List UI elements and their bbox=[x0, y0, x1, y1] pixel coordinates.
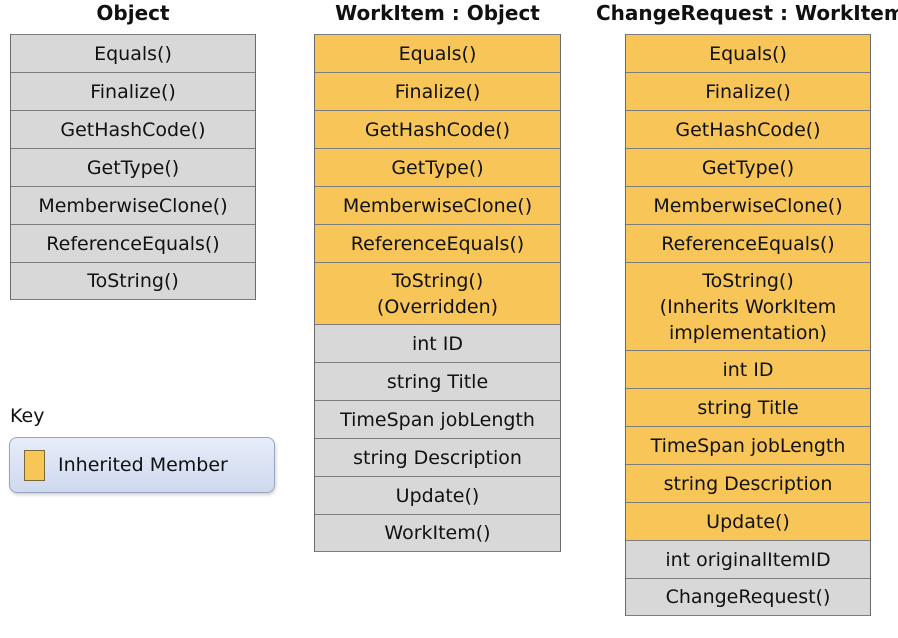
changerequest-member-9: TimeSpan jobLength bbox=[626, 426, 870, 464]
changerequest-member-label: string Title bbox=[697, 396, 799, 419]
workitem-member-4: MemberwiseClone() bbox=[315, 186, 560, 224]
object-member-label: Finalize() bbox=[90, 80, 176, 103]
workitem-member-6: ToString() (Overridden) bbox=[315, 262, 560, 324]
workitem-member-label: MemberwiseClone() bbox=[342, 194, 533, 217]
changerequest-member-label: ChangeRequest() bbox=[665, 586, 831, 608]
object-member-label: Equals() bbox=[94, 42, 172, 65]
object-member-label: GetType() bbox=[86, 156, 180, 179]
object-member-3: GetType() bbox=[11, 148, 255, 186]
object-member-label: MemberwiseClone() bbox=[38, 194, 228, 217]
changerequest-member-label: string Description bbox=[663, 472, 833, 495]
workitem-member-3: GetType() bbox=[315, 148, 560, 186]
workitem-member-label: Update() bbox=[395, 484, 480, 507]
workitem-member-7: int ID bbox=[315, 324, 560, 362]
object-member-label: ReferenceEquals() bbox=[46, 232, 220, 255]
changerequest-member-label: MemberwiseClone() bbox=[653, 194, 843, 217]
object-member-label: ToString() bbox=[87, 270, 179, 292]
changerequest-class-box: Equals() Finalize() GetHashCode() GetType()… bbox=[625, 34, 871, 616]
key-legend-box: Inherited Member bbox=[9, 437, 275, 493]
changerequest-member-label: int ID bbox=[722, 358, 774, 381]
workitem-member-10: string Description bbox=[315, 438, 560, 476]
changerequest-member-2: GetHashCode() bbox=[626, 110, 870, 148]
changerequest-member-7: int ID bbox=[626, 350, 870, 388]
key-label: Key bbox=[10, 405, 45, 427]
workitem-member-11: Update() bbox=[315, 476, 560, 514]
changerequest-member-3: GetType() bbox=[626, 148, 870, 186]
workitem-member-0: Equals() bbox=[315, 34, 560, 72]
changerequest-member-12: int originalItemID bbox=[626, 540, 870, 578]
workitem-member-label: WorkItem() bbox=[384, 522, 491, 544]
changerequest-member-label: int originalItemID bbox=[665, 548, 831, 571]
inherited-swatch bbox=[24, 450, 45, 481]
workitem-member-label: string Description bbox=[353, 446, 522, 469]
changerequest-member-label: Update() bbox=[706, 510, 790, 533]
workitem-class-box: Equals() Finalize() GetHashCode() GetType()… bbox=[314, 34, 561, 552]
object-class-box: Equals() Finalize() GetHashCode() GetType()… bbox=[10, 34, 256, 300]
changerequest-member-5: ReferenceEquals() bbox=[626, 224, 870, 262]
workitem-member-label: int ID bbox=[411, 332, 464, 355]
workitem-member-1: Finalize() bbox=[315, 72, 560, 110]
object-member-2: GetHashCode() bbox=[11, 110, 255, 148]
workitem-member-label: ReferenceEquals() bbox=[350, 232, 525, 255]
changerequest-member-13: ChangeRequest() bbox=[626, 578, 870, 616]
changerequest-member-label: ReferenceEquals() bbox=[661, 232, 835, 255]
changerequest-member-label: Finalize() bbox=[705, 80, 791, 103]
workitem-member-label: GetHashCode() bbox=[364, 118, 511, 141]
workitem-member-8: string Title bbox=[315, 362, 560, 400]
workitem-member-9: TimeSpan jobLength bbox=[315, 400, 560, 438]
workitem-member-label: TimeSpan jobLength bbox=[340, 408, 535, 431]
object-member-label: GetHashCode() bbox=[60, 118, 206, 141]
workitem-member-2: GetHashCode() bbox=[315, 110, 560, 148]
workitem-member-12: WorkItem() bbox=[315, 514, 560, 552]
workitem-member-5: ReferenceEquals() bbox=[315, 224, 560, 262]
workitem-member-label: Equals() bbox=[398, 42, 477, 65]
changerequest-member-label: GetHashCode() bbox=[675, 118, 821, 141]
changerequest-member-label: TimeSpan jobLength bbox=[650, 434, 846, 457]
object-member-4: MemberwiseClone() bbox=[11, 186, 255, 224]
workitem-member-label: string Title bbox=[386, 370, 489, 393]
changerequest-member-label: Equals() bbox=[709, 42, 787, 65]
object-member-6: ToString() bbox=[11, 262, 255, 300]
changerequest-member-4: MemberwiseClone() bbox=[626, 186, 870, 224]
object-member-0: Equals() bbox=[11, 34, 255, 72]
workitem-member-label: Finalize() bbox=[394, 80, 481, 103]
workitem-member-label: GetType() bbox=[391, 156, 484, 179]
changerequest-member-11: Update() bbox=[626, 502, 870, 540]
changerequest-member-label: ToString() (Inherits WorkItem implementa… bbox=[659, 269, 837, 344]
changerequest-member-6: ToString() (Inherits WorkItem implementa… bbox=[626, 262, 870, 350]
changerequest-member-0: Equals() bbox=[626, 34, 870, 72]
workitem-member-label: ToString() (Overridden) bbox=[376, 269, 499, 318]
changerequest-title: ChangeRequest : WorkItem bbox=[596, 1, 898, 25]
object-member-5: ReferenceEquals() bbox=[11, 224, 255, 262]
changerequest-member-1: Finalize() bbox=[626, 72, 870, 110]
object-title: Object bbox=[96, 1, 170, 25]
changerequest-member-10: string Description bbox=[626, 464, 870, 502]
workitem-title: WorkItem : Object bbox=[335, 1, 540, 25]
object-member-1: Finalize() bbox=[11, 72, 255, 110]
changerequest-member-8: string Title bbox=[626, 388, 870, 426]
key-entry-label: Inherited Member bbox=[58, 454, 228, 476]
changerequest-member-label: GetType() bbox=[701, 156, 795, 179]
